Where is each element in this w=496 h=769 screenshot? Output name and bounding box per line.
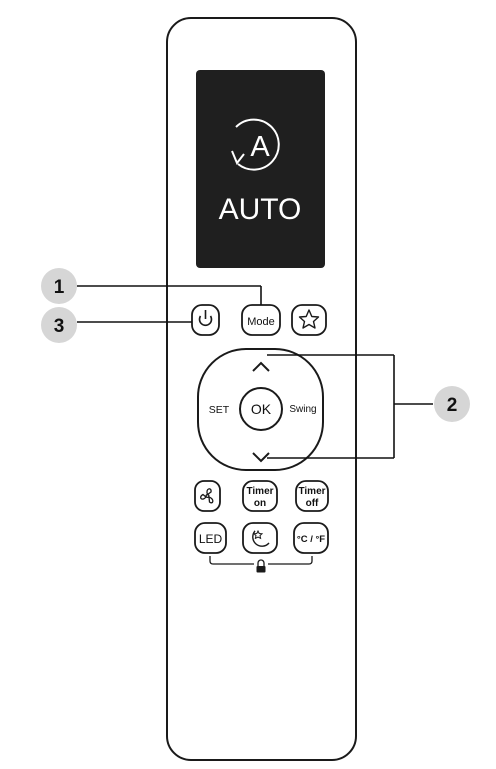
callout-2-badge <box>434 386 470 422</box>
child-lock-bracket <box>209 556 313 565</box>
ok-button-label: OK <box>251 401 272 417</box>
callout-1: 1 <box>41 268 262 305</box>
callout-3-number: 3 <box>54 316 65 337</box>
down-button[interactable] <box>252 452 270 463</box>
callout-1-number: 1 <box>54 277 65 298</box>
set-button[interactable]: SET <box>209 404 230 416</box>
direction-pad: SET OK Swing <box>197 348 324 471</box>
power-button[interactable] <box>191 304 220 336</box>
arrow-up-icon <box>252 361 270 372</box>
temp-unit-button[interactable]: °C / °F <box>293 522 329 554</box>
mode-display-text: AUTO <box>219 193 302 226</box>
callout-2-number: 2 <box>447 395 458 416</box>
sleep-button[interactable] <box>242 522 278 554</box>
led-button-label: LED <box>199 532 223 546</box>
fan-button[interactable] <box>194 480 221 512</box>
callout-3: 3 <box>41 307 192 343</box>
arrow-down-icon <box>252 452 270 463</box>
timer-off-label-line2: off <box>306 498 319 509</box>
power-icon <box>198 310 213 327</box>
lock-icon <box>256 559 266 573</box>
timer-off-label-line1: Timer <box>298 486 325 497</box>
ok-button[interactable]: OK <box>239 387 283 431</box>
timer-on-label-line1: Timer <box>246 486 273 497</box>
sleep-icon <box>252 529 270 547</box>
mode-button-label: Mode <box>247 316 275 328</box>
temp-unit-label: °C / °F <box>297 534 325 545</box>
mode-button[interactable]: Mode <box>241 304 281 336</box>
auto-mode-letter: A <box>250 131 270 163</box>
star-icon <box>298 309 320 329</box>
timer-on-button[interactable]: Timer on <box>242 480 278 512</box>
timer-on-label-line2: on <box>254 498 266 509</box>
timer-off-button[interactable]: Timer off <box>295 480 329 512</box>
swing-button[interactable]: Swing <box>289 404 316 415</box>
auto-mode-icon: A <box>231 118 280 171</box>
fan-icon <box>200 488 214 504</box>
led-button[interactable]: LED <box>194 522 227 554</box>
favorite-button[interactable] <box>291 304 327 336</box>
up-button[interactable] <box>252 361 270 372</box>
callout-2 <box>267 354 433 459</box>
